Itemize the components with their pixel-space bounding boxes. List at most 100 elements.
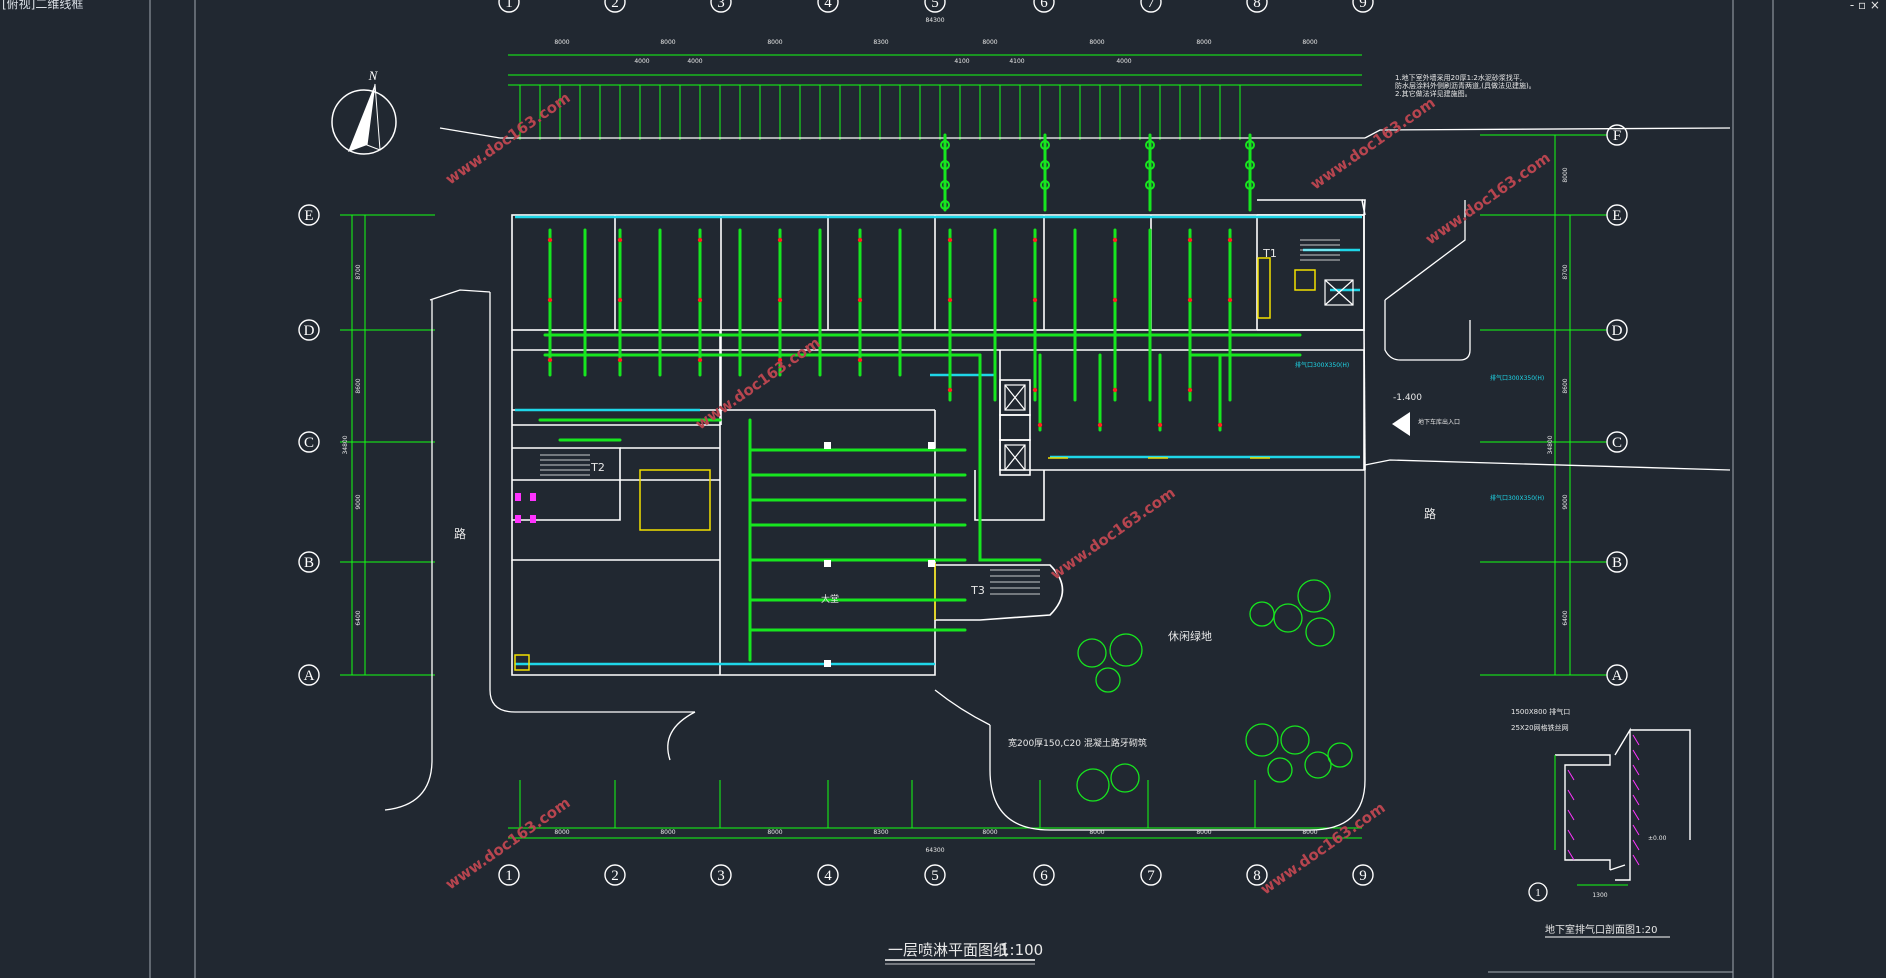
title-scale: 1:100 [1000,941,1043,959]
svg-text:8000: 8000 [982,39,997,46]
svg-text:8: 8 [1253,868,1261,884]
stair-t1-label: T1 [1262,247,1277,260]
svg-text:6: 6 [1040,868,1048,884]
axis-5-top: 5 [924,0,946,13]
axis-3-bottom: 3 [710,864,732,886]
lobby-columns [824,442,935,667]
svg-text:1.地下室外墙采用20厚1:2水泥砂浆找平,: 1.地下室外墙采用20厚1:2水泥砂浆找平, [1395,73,1522,82]
section-level: ±0.00 [1648,835,1667,842]
axis-C-right: C [1606,431,1628,453]
landscape-trees [1076,579,1353,802]
svg-text:www.doc163.com: www.doc163.com [1047,484,1179,584]
svg-text:8000: 8000 [1196,829,1211,836]
axis-9-bottom: 9 [1352,864,1374,886]
svg-text:2: 2 [611,868,619,884]
svg-text:8000: 8000 [1089,39,1104,46]
svg-text:1: 1 [505,868,513,884]
svg-text:A: A [1612,668,1623,684]
axis-6-top: 6 [1033,0,1055,13]
svg-text:3: 3 [717,868,725,884]
axis-4-top: 4 [817,0,839,13]
general-notes: 1.地下室外墙采用20厚1:2水泥砂浆找平, 防水层涂料外侧刷沥青两道,(具做法… [1395,73,1536,98]
annotations: -1.400 地下车库出入口 宽200厚150,C20 混凝土路牙砌筑 排气口3… [1008,361,1544,749]
svg-text:8000: 8000 [767,829,782,836]
axis-D-right: D [1606,319,1628,341]
svg-text:4: 4 [824,0,832,11]
title-main: 一层喷淋平面图纸 [888,941,1008,959]
axis-9-top: 9 [1352,0,1374,13]
svg-text:9: 9 [1359,0,1367,11]
svg-text:8000: 8000 [982,829,997,836]
svg-text:B: B [304,555,314,571]
axis-A-left: A [298,664,320,686]
axis-7-bottom: 7 [1140,864,1162,886]
axis-8-bottom: 8 [1246,864,1268,886]
svg-text:34800: 34800 [342,435,349,454]
svg-text:4: 4 [824,868,832,884]
yellow-fixtures [514,257,1316,671]
section-callout-circle [1528,882,1548,902]
svg-text:5: 5 [931,0,939,11]
svg-text:8000: 8000 [1562,167,1569,182]
svg-text:7: 7 [1147,0,1155,11]
svg-text:6400: 6400 [1562,610,1569,625]
axis-1-top: 1 [498,0,520,13]
north-arrow: N [331,68,397,155]
ramp-note: 宽200厚150,C20 混凝土路牙砌筑 [1008,737,1147,749]
green-space-label: 休闲绿地 [1168,629,1212,643]
axis-E-right: E [1606,204,1628,226]
axis-8-top: 8 [1246,0,1268,13]
svg-text:34800: 34800 [1547,435,1554,454]
svg-text:C: C [1612,435,1622,451]
road-left-label: 路 [454,526,466,541]
viewport-label[interactable]: [俯视]二维线框 [2,0,84,11]
svg-text:8000: 8000 [1196,39,1211,46]
viewport-window-controls[interactable]: - ▫ × [1849,0,1880,12]
svg-text:8000: 8000 [554,39,569,46]
sprinkler-heads [547,237,1233,428]
compass-circle [331,89,397,155]
road-right-label: 路 [1424,506,1436,521]
axis-B-right: B [1606,551,1628,573]
exhaust-note-1: 排气口300X350(H) [1295,361,1349,369]
svg-text:8300: 8300 [873,39,888,46]
grid-axes-left: E D C B A [298,204,320,686]
axis-E-left: E [298,204,320,226]
svg-text:B: B [1612,555,1622,571]
section-title: 地下室排气口剖面图 [1545,923,1635,936]
svg-text:8000: 8000 [660,39,675,46]
axis-5-bottom: 5 [924,864,946,886]
svg-text:www.doc163.com: www.doc163.com [692,334,824,434]
svg-text:7: 7 [1147,868,1155,884]
svg-text:4000: 4000 [634,58,649,65]
section-note-label: 25X20网格铁丝网 [1511,723,1569,732]
axis-C-left: C [298,431,320,453]
svg-text:4000: 4000 [1116,58,1131,65]
section-scale: 1:20 [1635,925,1657,936]
entry-arrow [1392,412,1410,436]
svg-text:D: D [304,323,315,339]
svg-text:6400: 6400 [355,610,362,625]
entry-note: 地下车库出入口 [1418,418,1460,426]
axis-1-bottom: 1 [498,864,520,886]
svg-text:E: E [304,208,313,224]
svg-text:8300: 8300 [873,829,888,836]
svg-text:8000: 8000 [1302,39,1317,46]
axis-2-bottom: 2 [604,864,626,886]
svg-text:8000: 8000 [1302,829,1317,836]
drawing-title: 一层喷淋平面图纸 1:100 [885,941,1043,965]
svg-text:8000: 8000 [767,39,782,46]
svg-text:1: 1 [505,0,513,11]
axis-B-left: B [298,551,320,573]
svg-text:8: 8 [1253,0,1261,11]
watermarks: www.doc163.com www.doc163.com www.doc163… [442,89,1554,899]
svg-text:E: E [1612,208,1621,224]
axis-6-bottom: 6 [1033,864,1055,886]
entry-level: -1.400 [1393,393,1422,403]
svg-text:8600: 8600 [1562,378,1569,393]
svg-text:8700: 8700 [355,264,362,279]
svg-text:5: 5 [931,868,939,884]
svg-text:A: A [304,668,315,684]
viewport-frame [149,0,1774,978]
